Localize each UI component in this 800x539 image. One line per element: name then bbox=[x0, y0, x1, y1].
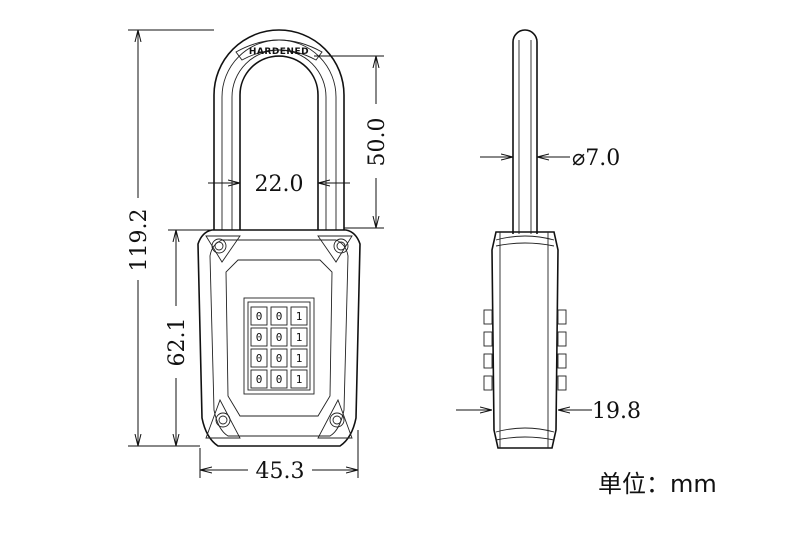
dim-label-body-width: 45.3 bbox=[256, 459, 305, 484]
dial-digit: 1 bbox=[296, 310, 303, 323]
dim-label-body-height: 62.1 bbox=[165, 318, 190, 367]
dial-digit: 1 bbox=[296, 373, 303, 386]
dial-digit: 0 bbox=[256, 352, 263, 365]
dim-label-body-thickness: 19.8 bbox=[592, 399, 641, 424]
dial-row: 0 0 1 bbox=[250, 348, 308, 368]
dim-label-shackle-diameter: ⌀7.0 bbox=[572, 146, 620, 171]
dial-row: 0 0 1 bbox=[250, 327, 308, 347]
hardened-stamp: HARDENED bbox=[249, 47, 309, 57]
dial-digit: 0 bbox=[256, 373, 263, 386]
dial-digit: 0 bbox=[256, 310, 263, 323]
lock-body: 0 0 1 0 0 1 0 0 1 0 bbox=[197, 229, 361, 447]
side-view: ⌀7.0 19.8 bbox=[456, 29, 641, 449]
dial-digit: 1 bbox=[296, 331, 303, 344]
combination-dials: 0 0 1 0 0 1 0 0 1 0 bbox=[243, 297, 315, 395]
dim-body-thickness: 19.8 bbox=[456, 399, 641, 424]
dial-row: 0 0 1 bbox=[250, 369, 308, 389]
side-body bbox=[483, 231, 567, 449]
side-dial-tabs bbox=[483, 309, 567, 391]
dim-overall-height: 119.2 bbox=[126, 29, 214, 447]
dial-digit: 1 bbox=[296, 352, 303, 365]
dim-shackle-height: 50.0 bbox=[314, 55, 390, 229]
shackle: HARDENED bbox=[213, 29, 345, 230]
dim-body-height: 62.1 bbox=[164, 229, 212, 446]
dial-row: 0 0 1 bbox=[250, 306, 308, 326]
side-shackle bbox=[512, 29, 538, 234]
front-view: HARDENED bbox=[126, 29, 390, 484]
dim-label-shackle-height: 50.0 bbox=[365, 118, 390, 167]
dim-body-width: 45.3 bbox=[199, 430, 359, 484]
corner-bolt-tl bbox=[205, 235, 241, 263]
dial-digit: 0 bbox=[256, 331, 263, 344]
corner-bolt-tr bbox=[317, 235, 353, 263]
dial-digit: 0 bbox=[276, 352, 283, 365]
unit-label: 单位：mm bbox=[598, 470, 717, 498]
corner-bolt-br bbox=[317, 398, 353, 439]
dim-label-overall-height: 119.2 bbox=[127, 209, 152, 272]
corner-bolt-bl bbox=[205, 398, 241, 439]
dial-digit: 0 bbox=[276, 373, 283, 386]
dim-label-shackle-width: 22.0 bbox=[255, 172, 304, 197]
dim-shackle-diameter: ⌀7.0 bbox=[480, 146, 620, 171]
dial-digit: 0 bbox=[276, 331, 283, 344]
dim-shackle-width: 22.0 bbox=[208, 172, 350, 197]
dial-digit: 0 bbox=[276, 310, 283, 323]
